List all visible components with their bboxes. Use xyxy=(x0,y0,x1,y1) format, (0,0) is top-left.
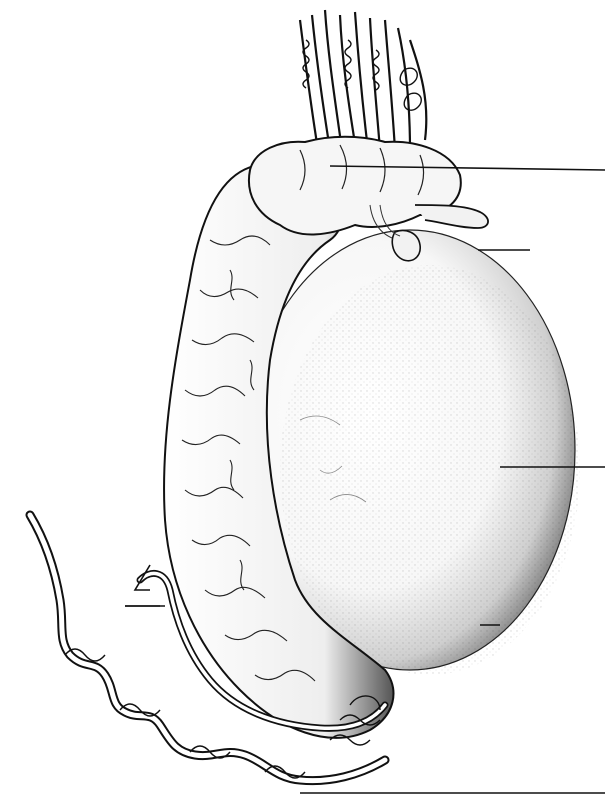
spermatic-cord xyxy=(300,10,426,150)
